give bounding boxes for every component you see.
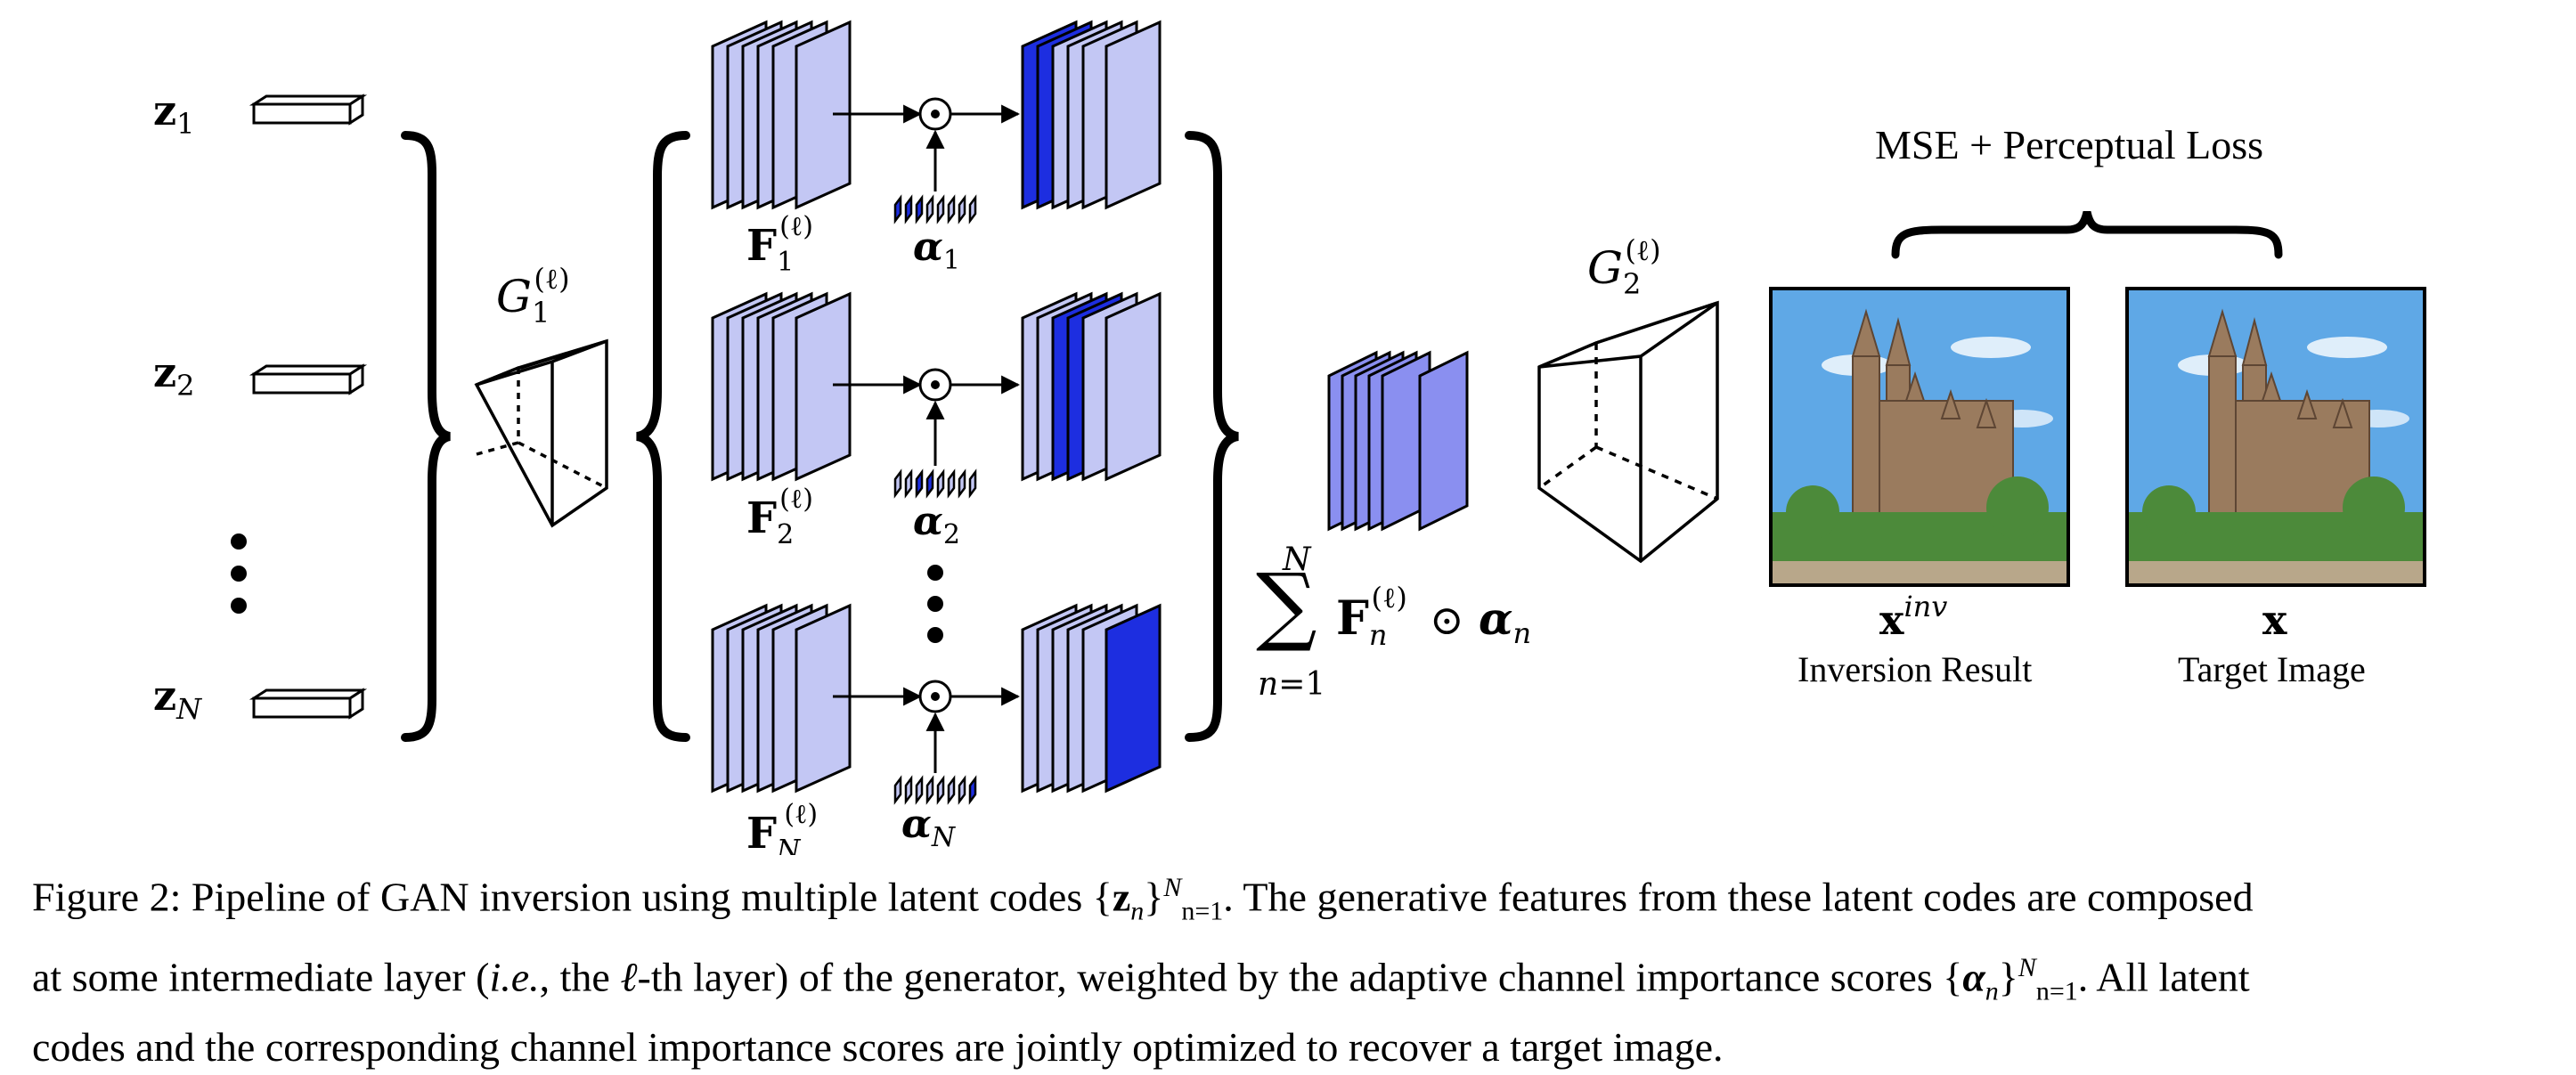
svg-text:n=1: n=1 [1258,666,1325,703]
alpha-vector-1 [893,194,977,224]
features-left-brace [635,131,690,742]
caption-line-2: at some intermediate layer (i.e., the ℓ-… [32,952,2250,1006]
svg-text:∑: ∑ [1256,555,1317,655]
composed-feature-stack [1327,350,1469,532]
sum-formula: N ∑ n=1 Fn(ℓ) ⊙ αn [1256,542,1531,703]
svg-text:Fn(ℓ): Fn(ℓ) [1336,581,1407,652]
generator-1-frustum [474,338,608,528]
svg-text:z2: z2 [153,348,194,403]
feature-dots [927,565,943,643]
svg-text:⊙: ⊙ [1430,596,1464,644]
svg-text:α2: α2 [913,499,960,550]
svg-text:F1(ℓ): F1(ℓ) [746,211,813,278]
svg-text:αN: αN [901,802,957,853]
hadamard-op-1 [918,97,952,131]
target-image-label: Target Image [2178,649,2366,689]
inversion-result-image [1769,287,2070,587]
loss-label: MSE + Perceptual Loss [1875,122,2263,167]
target-image-symbol: x [2262,596,2287,644]
svg-text:αn: αn [1479,592,1531,650]
generator-2-frustum [1537,300,1719,564]
generator-1: G1(ℓ) [474,262,608,528]
svg-text:z1: z1 [153,86,194,141]
latent-vector-z1 [249,94,368,126]
features-right-brace [1185,131,1240,742]
latent-vector-zN [249,688,368,720]
pipeline-diagram: z1 z2 zN G1(ℓ) [153,20,2426,855]
target-image [2125,287,2426,587]
alpha-vector-N [893,775,977,805]
latent-vector-z2 [249,363,368,395]
svg-text:α1: α1 [913,224,960,276]
inversion-result-label: Inversion Result [1797,649,2032,689]
hadamard-op-2 [918,368,952,402]
latent-code-z1: z1 [153,86,368,141]
feature-stack-1 [711,20,852,210]
svg-text:G1(ℓ): G1(ℓ) [496,262,570,330]
latent-code-zN: zN [153,672,368,726]
alpha-vector-2 [893,468,977,499]
svg-text:G2(ℓ): G2(ℓ) [1587,233,1661,301]
hadamard-op-N [918,680,952,713]
svg-text:FN(ℓ): FN(ℓ) [746,799,818,855]
weighted-stack-N [1021,603,1162,794]
weighted-stack-2 [1021,291,1162,482]
feature-row-1: F1(ℓ) α1 [711,20,1162,278]
figure-caption: Figure 2: Pipeline of GAN inversion usin… [32,859,2562,1075]
generator-2: G2(ℓ) [1537,233,1719,564]
caption-line-1: Figure 2: Pipeline of GAN inversion usin… [32,873,2254,926]
feature-stack-N [711,603,852,794]
latent-dots [231,533,247,614]
inversion-result-symbol: xinv [1879,590,1947,644]
latent-code-z2: z2 [153,348,368,403]
svg-text:F2(ℓ): F2(ℓ) [746,484,813,550]
weighted-stack-1 [1021,20,1162,210]
feature-row-2: F2(ℓ) α2 [711,291,1162,550]
loss-brace [1891,210,2283,259]
svg-text:zN: zN [153,672,202,726]
feature-stack-2 [711,291,852,482]
feature-row-N: FN(ℓ) αN [711,603,1162,855]
caption-line-3: codes and the corresponding channel impo… [32,1024,1724,1071]
svg-text:N: N [1282,542,1312,578]
latent-right-brace [401,131,452,742]
